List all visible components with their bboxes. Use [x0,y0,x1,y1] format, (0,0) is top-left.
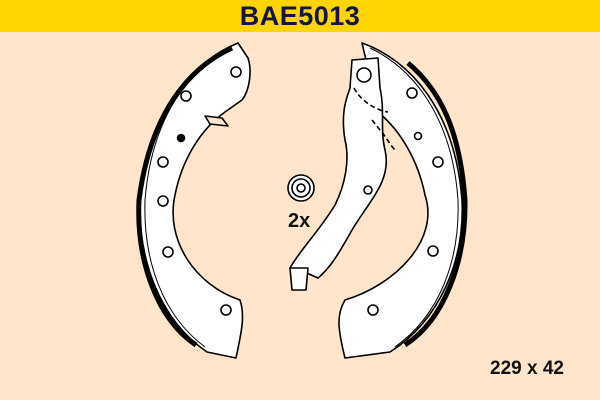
spring-cup-icon [287,174,315,202]
left-brake-shoe [136,42,251,359]
header-bar: BAE5013 [0,0,600,32]
parking-brake-lever [289,57,396,291]
dimensions-label: 229 x 42 [490,358,564,379]
right-brake-shoe [338,42,468,359]
hardware-quantity-label: 2x [288,210,311,232]
part-number-title: BAE5013 [239,0,361,31]
